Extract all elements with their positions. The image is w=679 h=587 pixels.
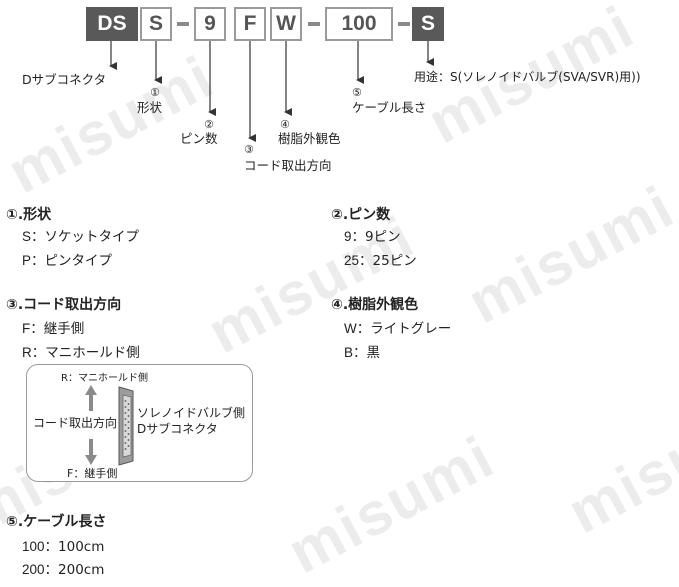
label-dsub-connector: Dサブコネクタ: [22, 72, 107, 87]
item-code: 9: [344, 229, 352, 244]
section-title-color: ④.樹脂外観色: [331, 297, 419, 313]
list-item: 100：100cm: [22, 535, 104, 555]
item-separator: ：: [356, 321, 371, 337]
list-item: 25：25ピン: [344, 249, 417, 269]
code-box-pins: 9: [194, 7, 226, 41]
label-pins: ピン数: [180, 131, 218, 146]
item-separator: ：: [31, 345, 46, 361]
item-description: 継手側: [43, 321, 85, 337]
item-code: F: [22, 321, 31, 336]
label-direction: コード取出方向: [244, 158, 332, 173]
item-separator: ：: [353, 345, 367, 361]
diagram-label-direction: コード取出方向: [33, 416, 118, 430]
section-title-pins: ②.ピン数: [331, 207, 391, 223]
label-shape: 形状: [137, 100, 163, 115]
separator-dash: [177, 22, 189, 26]
item-code: 200: [22, 562, 45, 577]
code-box-direction: F: [234, 7, 266, 41]
item-separator: ：: [30, 321, 44, 337]
label-shape-number: ①: [150, 86, 160, 99]
item-separator: ：: [31, 253, 45, 269]
list-item: B：黒: [344, 341, 380, 361]
item-code: 25: [344, 253, 360, 268]
item-code: 100: [22, 539, 45, 554]
item-separator: ：: [31, 229, 45, 245]
connector-illustration: [85, 385, 134, 466]
code-box-series: DS: [86, 7, 138, 41]
item-separator: ：: [351, 229, 366, 245]
section-title-length: ⑤.ケーブル長さ: [6, 514, 107, 530]
item-separator: ：: [359, 253, 373, 269]
label-color: 樹脂外観色: [278, 131, 341, 146]
item-code: B: [344, 345, 354, 360]
list-item: P：ピンタイプ: [22, 249, 112, 269]
label-length: ケーブル長さ: [352, 100, 427, 115]
code-box-color: W: [270, 7, 302, 41]
list-item: 200：200cm: [22, 558, 104, 578]
label-usage: 用途：S(ソレノイドバルブ(SVA/SVR)用)): [414, 70, 641, 84]
label-pins-number: ②: [204, 118, 214, 131]
diagram-label-solenoid-side: ソレノイドバルブ側: [137, 406, 246, 420]
item-code: W: [344, 321, 357, 336]
section-title-direction: ③.コード取出方向: [6, 297, 122, 313]
item-description: ソケットタイプ: [44, 229, 140, 245]
list-item: S：ソケットタイプ: [22, 225, 139, 245]
label-length-number: ⑤: [352, 86, 362, 99]
diagram-label-dsub: Dサブコネクタ: [137, 422, 218, 436]
item-code: P: [22, 253, 32, 268]
list-item: 9：9ピン: [344, 225, 401, 245]
watermark: misumi: [557, 382, 679, 547]
separator-dash: [308, 22, 320, 26]
item-code: R: [22, 345, 32, 360]
diagram-label-manifold-side: R：マニホールド側: [61, 373, 148, 384]
item-description: 200cm: [58, 562, 105, 578]
item-description: マニホールド側: [45, 345, 140, 361]
code-box-length: 100: [325, 7, 393, 41]
diagram-label-fitting-side: F：継手側: [67, 467, 118, 480]
item-description: 黒: [366, 345, 381, 361]
item-separator: ：: [44, 539, 59, 555]
item-separator: ：: [44, 562, 59, 578]
item-description: 100cm: [58, 539, 105, 555]
label-direction-number: ③: [244, 143, 254, 156]
item-description: 25ピン: [372, 253, 417, 269]
code-box-shape: S: [140, 7, 172, 41]
list-item: R：マニホールド側: [22, 341, 140, 361]
item-description: ピンタイプ: [44, 253, 113, 269]
watermark: misumi: [277, 422, 505, 587]
list-item: W：ライトグレー: [344, 317, 451, 337]
section-title-shape: ①.形状: [6, 207, 52, 223]
item-description: 9ピン: [365, 229, 401, 245]
item-description: ライトグレー: [370, 321, 452, 337]
separator-dash: [398, 22, 410, 26]
item-code: S: [22, 229, 32, 244]
list-item: F：継手側: [22, 317, 84, 337]
code-box-usage: S: [412, 7, 444, 41]
callout-arrows: [109, 41, 434, 142]
label-color-number: ④: [280, 118, 290, 131]
direction-diagram: R：マニホールド側 コード取出方向 ソレノイドバルブ側 Dサブコネクタ F：継手…: [26, 364, 253, 482]
